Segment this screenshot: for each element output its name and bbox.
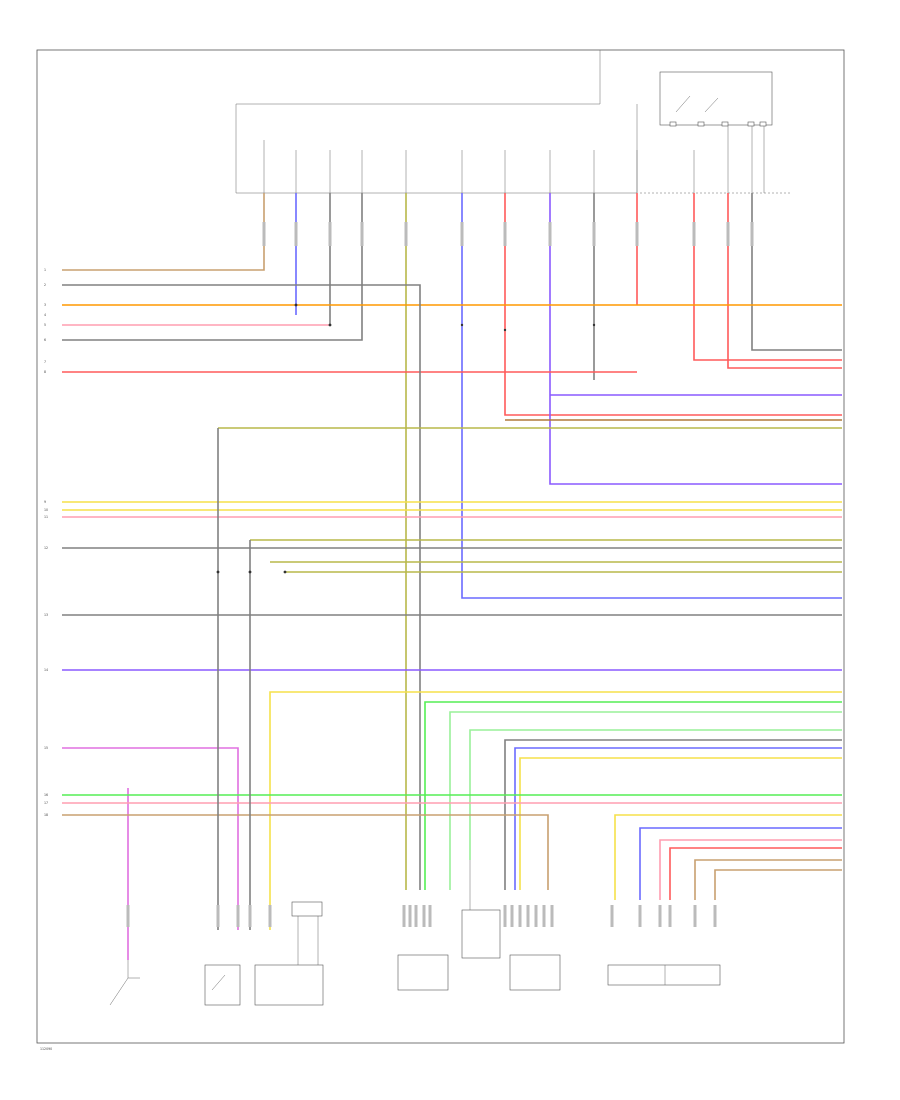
wire-red-5 (669, 847, 842, 900)
wire-tan-4 (714, 869, 842, 900)
pin-block (414, 905, 418, 927)
pin-block (248, 905, 252, 927)
flywheel-sensor (397, 954, 449, 991)
pin-block (592, 222, 596, 246)
pin-block (428, 905, 432, 927)
wire-pink-4 (659, 839, 842, 900)
wire-gray-4 (751, 193, 842, 351)
pin-block (503, 222, 507, 246)
splices (216, 303, 596, 574)
connector-number: 12 (44, 546, 48, 550)
pin-block (216, 905, 220, 927)
fuse-stubs (263, 126, 765, 193)
pin-block (713, 905, 717, 927)
connector-number: 14 (44, 668, 48, 672)
pin-block (726, 222, 730, 246)
engine-sensor-2 (509, 954, 561, 991)
connector-pins (126, 222, 754, 927)
pin-block (526, 905, 530, 927)
pin-block (126, 905, 130, 927)
wire-yellow-5 (614, 814, 842, 900)
wire-blue-2 (461, 193, 842, 599)
wire-red-4 (727, 193, 842, 369)
wire-violet-v (549, 193, 842, 485)
brake-pedal-switch (109, 960, 140, 1006)
connector-number: 13 (44, 613, 48, 617)
engine-sensor-1 (461, 860, 501, 959)
connector-number: 10 (44, 508, 48, 512)
pin-block (638, 905, 642, 927)
pin-block (750, 222, 754, 246)
pin-block (460, 222, 464, 246)
wire-magenta (62, 747, 239, 930)
pin-block (404, 222, 408, 246)
pin-block (692, 222, 696, 246)
connector-number: 2 (44, 283, 46, 287)
connector-group (607, 964, 721, 986)
connector-number: 6 (44, 338, 46, 342)
connector-number: 7 (44, 360, 46, 364)
wire-gray-h4 (504, 739, 842, 890)
wire-lightgreen-1 (449, 711, 842, 890)
pin-block (635, 222, 639, 246)
pin-block (360, 222, 364, 246)
electrical-brake-switch (204, 901, 324, 1006)
relay-box (659, 71, 773, 127)
wire-lightgreen-2 (469, 729, 842, 860)
wire-blue-h (514, 747, 842, 890)
pin-block (548, 222, 552, 246)
wire-red-3 (693, 193, 842, 361)
wire-yellow-4 (519, 757, 842, 890)
pin-block (402, 905, 406, 927)
connector-number: 3 (44, 303, 46, 307)
pin-block (510, 905, 514, 927)
pin-block (236, 905, 240, 927)
pin-block (328, 222, 332, 246)
connector-number: 1 (44, 268, 46, 272)
connector-number: 16 (44, 793, 48, 797)
connector-number: 11 (44, 515, 48, 519)
wire-gray-2 (62, 193, 363, 341)
wire-blue-h3 (639, 827, 842, 900)
pin-block (268, 905, 272, 927)
wire-yellow-3 (269, 691, 842, 930)
connector-number: 5 (44, 323, 46, 327)
connector-number: 4 (44, 313, 46, 317)
pin-block (534, 905, 538, 927)
pin-block (294, 222, 298, 246)
pin-block (693, 905, 697, 927)
connector-number: 17 (44, 801, 48, 805)
pin-block (610, 905, 614, 927)
wire-red-v (504, 193, 842, 416)
wire-green-1 (424, 701, 842, 890)
connector-number: 9 (44, 500, 46, 504)
pin-block (550, 905, 554, 927)
pin-block (503, 905, 507, 927)
connector-number: 15 (44, 746, 48, 750)
connector-number: 18 (44, 813, 48, 817)
pin-block (668, 905, 672, 927)
pin-block (262, 222, 266, 246)
pin-block (408, 905, 412, 927)
diagram-frame (36, 49, 845, 1044)
figure-id: 112090 (40, 1047, 52, 1051)
pin-block (422, 905, 426, 927)
pin-block (518, 905, 522, 927)
pin-block (658, 905, 662, 927)
wire-tan-1 (62, 193, 265, 271)
wires (62, 193, 842, 960)
wire-tan-3 (694, 859, 842, 900)
wire-gray-h1 (62, 284, 421, 890)
bottom-components (109, 860, 721, 1006)
pin-block (542, 905, 546, 927)
connector-number: 8 (44, 370, 46, 374)
wire-tan-2 (62, 814, 549, 890)
